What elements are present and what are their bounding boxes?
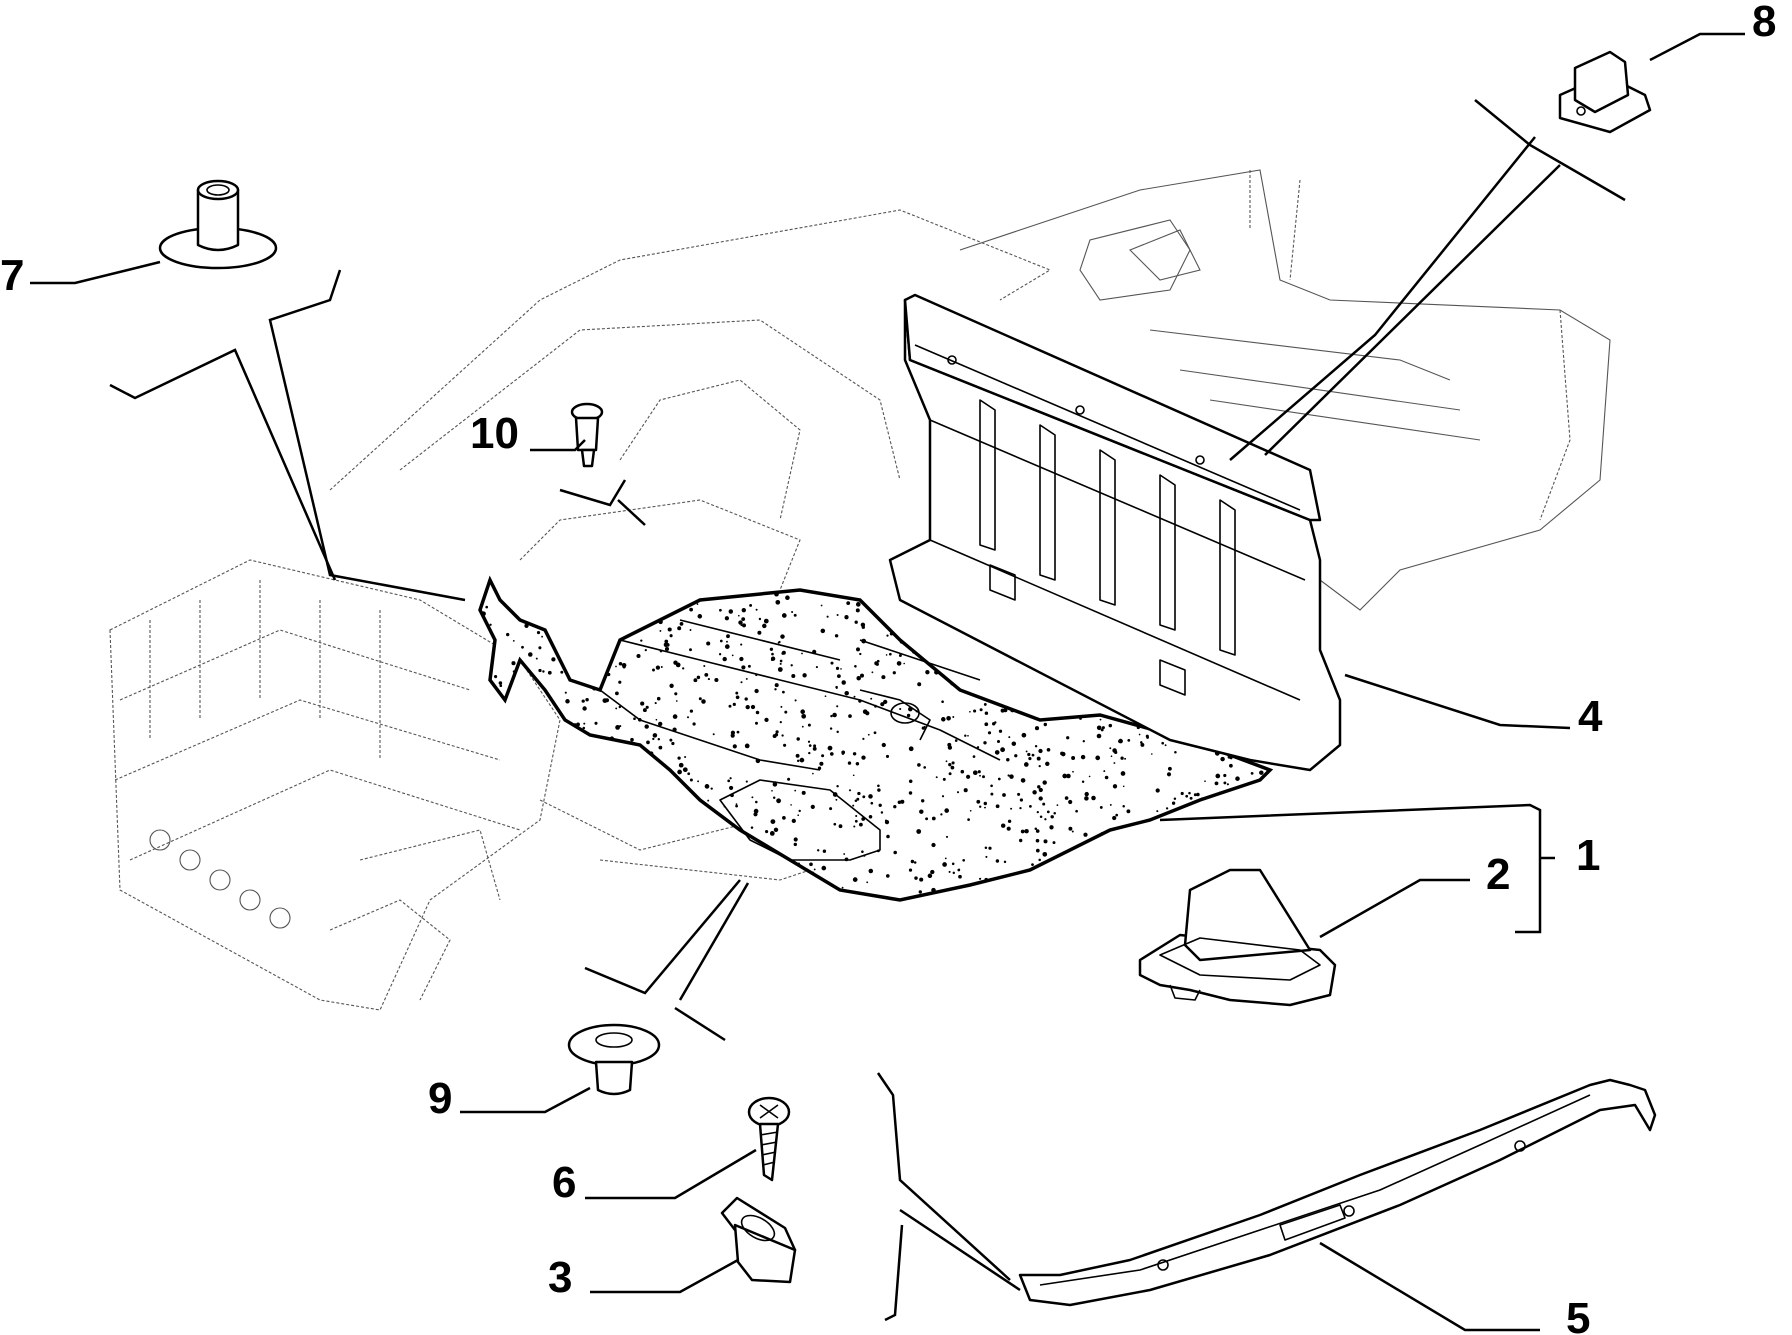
floor-carpet-part bbox=[478, 575, 1274, 902]
callout-label-3: 3 bbox=[548, 1253, 572, 1302]
rubber-grommet-part bbox=[1558, 50, 1652, 134]
rear-bulkhead-panel-part bbox=[888, 293, 1342, 772]
callout-label-2: 2 bbox=[1486, 850, 1510, 899]
seat-bracket-part bbox=[1138, 868, 1337, 1007]
panel-ribs bbox=[979, 399, 1236, 656]
car-body-ghost-outline bbox=[109, 169, 1611, 1011]
callout-label-4: 4 bbox=[1578, 692, 1603, 741]
screw-part bbox=[747, 1096, 791, 1182]
callout-label-10: 10 bbox=[470, 409, 519, 458]
callout-label-1: 1 bbox=[1576, 831, 1600, 880]
callout-label-5: 5 bbox=[1566, 1294, 1590, 1335]
rubber-plug-part bbox=[567, 1023, 661, 1096]
push-clip-part bbox=[570, 402, 604, 468]
side-sill-trim-part bbox=[1018, 1078, 1657, 1307]
callout-label-8: 8 bbox=[1752, 0, 1776, 46]
callout-label-7: 7 bbox=[0, 251, 24, 300]
oval-plug-part bbox=[720, 1196, 797, 1284]
callout-label-9: 9 bbox=[428, 1074, 452, 1123]
threaded-spacer-part bbox=[158, 179, 278, 270]
leader-lines bbox=[30, 32, 1745, 1332]
callout-label-6: 6 bbox=[552, 1158, 576, 1207]
